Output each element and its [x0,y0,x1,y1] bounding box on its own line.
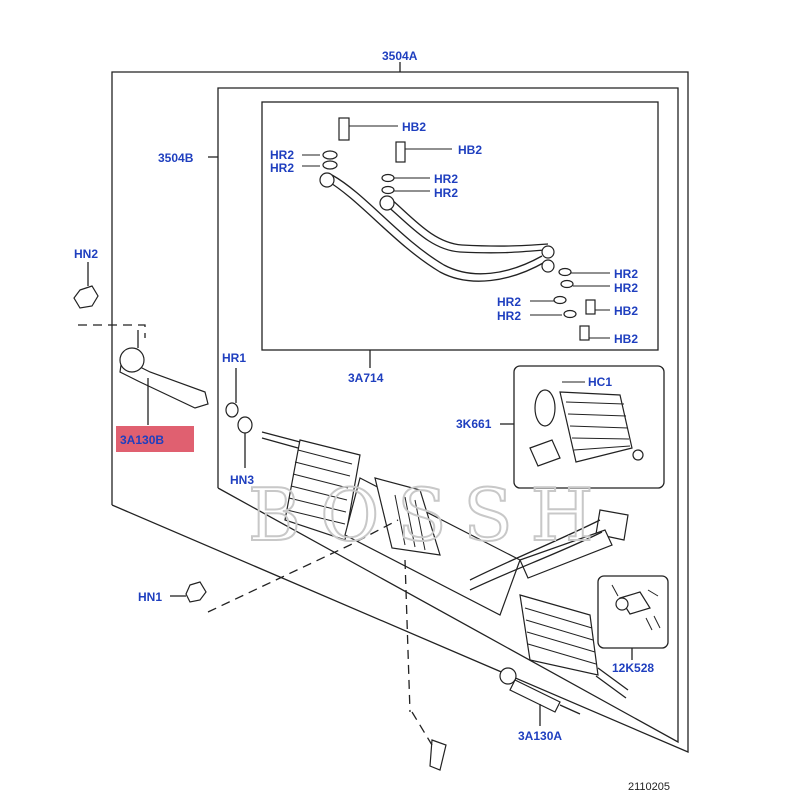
fitting-leader-lines [302,125,610,339]
label-hb2: HB2 [402,120,426,134]
nut-hn1 [170,581,207,603]
label-hb2: HB2 [458,143,482,157]
label-3504b: 3504B [158,151,194,165]
label-hr2: HR2 [497,295,521,309]
label-hr1: HR1 [222,351,246,365]
label-hn3: HN3 [230,473,254,487]
watermark: BOSSH [248,473,611,557]
label-3a130b: 3A130B [120,433,164,447]
tube-set-box [261,101,659,351]
label-hr2: HR2 [434,186,458,200]
label-hn2: HN2 [74,247,98,261]
steering-rack [261,431,629,699]
assembly-dash-lines [78,324,433,746]
outer-assembly-frame [111,71,689,753]
inner-assembly-frame [217,87,679,744]
hydraulic-tubes [319,172,555,282]
boot-kit-box [513,365,665,489]
label-hr2: HR2 [614,267,638,281]
valve-parts [611,584,661,631]
inner-tie-rod [499,667,581,726]
nut-hn3 [237,416,253,468]
label-hr2: HR2 [270,161,294,175]
label-hr2: HR2 [497,309,521,323]
label-3k661: 3K661 [456,417,492,431]
ring-hr1 [225,368,239,418]
outer-tie-rod-end [119,330,209,425]
label-hr2: HR2 [434,172,458,186]
label-3504a: 3504A [382,49,418,63]
tie-rod-end-highlight [116,426,194,452]
label-hc1: HC1 [588,375,612,389]
valve-kit-box [597,575,669,649]
label-hr2: HR2 [614,281,638,295]
label-3a714: 3A714 [348,371,384,385]
label-3a130a: 3A130A [518,729,562,743]
label-hb2: HB2 [614,304,638,318]
diagram-reference-number: 2110205 [628,781,670,793]
label-hb2: HB2 [614,332,638,346]
nut-hn2 [73,262,99,309]
label-hn1: HN1 [138,590,162,604]
label-12k528: 12K528 [612,661,654,675]
lower-bolt [429,739,447,771]
banjo-bolts [322,117,596,341]
label-hr2: HR2 [270,148,294,162]
bellows-boot [529,381,644,467]
